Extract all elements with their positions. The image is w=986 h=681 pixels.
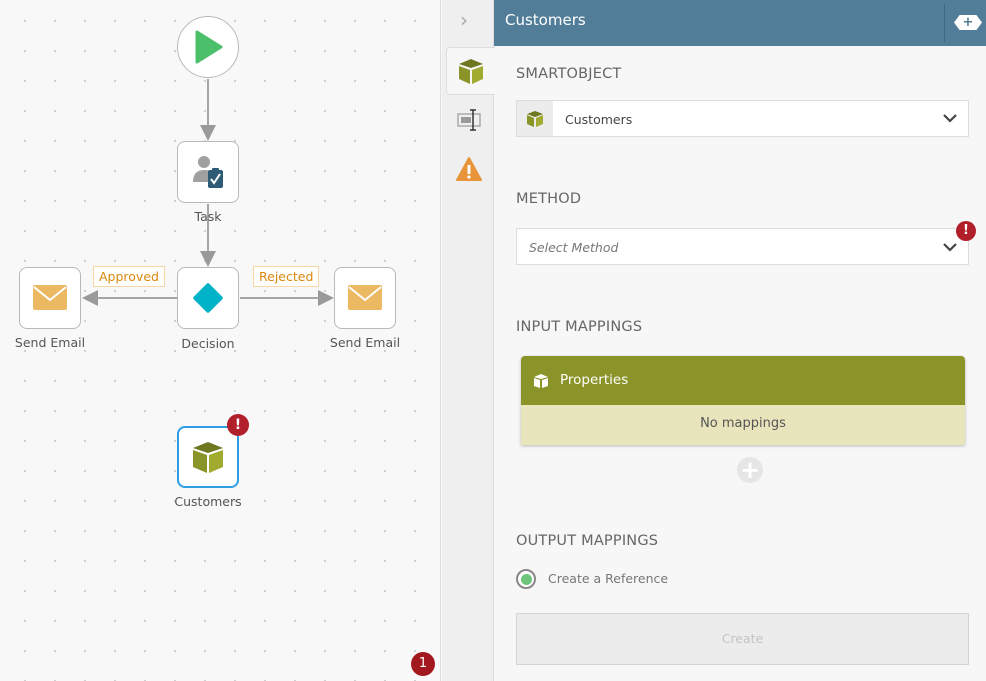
panel-tab-strip: › xyxy=(442,0,495,681)
notification-badge[interactable]: 1 xyxy=(411,652,435,676)
chevron-down-icon xyxy=(943,114,957,123)
send-email-node-left[interactable] xyxy=(19,267,81,329)
send-email-label-right: Send Email xyxy=(329,335,401,350)
properties-group-title: Properties xyxy=(560,372,629,388)
collapse-chevron-icon[interactable]: › xyxy=(460,8,468,32)
smartobject-heading: SMARTOBJECT xyxy=(516,66,622,82)
smartobject-cube-icon xyxy=(459,59,483,84)
panel-title: Customers xyxy=(505,11,586,29)
smartobject-value: Customers xyxy=(565,112,633,127)
start-node[interactable] xyxy=(177,16,239,78)
method-dropdown[interactable]: Select Method xyxy=(516,228,969,265)
smartobject-cube-icon xyxy=(193,442,223,473)
chevron-down-icon xyxy=(943,243,957,252)
task-label: Task xyxy=(194,209,222,224)
decision-label: Decision xyxy=(181,336,235,351)
smartobject-dropdown[interactable]: Customers xyxy=(516,100,969,137)
task-node[interactable] xyxy=(177,141,239,203)
text-field-icon xyxy=(457,109,481,131)
play-icon xyxy=(195,30,223,64)
properties-group-header[interactable]: Properties xyxy=(521,356,965,405)
method-heading: METHOD xyxy=(516,191,582,207)
tab-warnings[interactable] xyxy=(456,156,482,186)
smartobject-cube-icon xyxy=(534,374,548,388)
output-mappings-heading: OUTPUT MAPPINGS xyxy=(516,533,659,549)
rejected-label[interactable]: Rejected xyxy=(253,266,320,287)
smartobject-cube-icon xyxy=(517,101,553,136)
tab-properties[interactable] xyxy=(456,108,484,136)
error-badge-icon: ! xyxy=(956,221,976,241)
method-placeholder: Select Method xyxy=(529,240,619,255)
create-reference-label[interactable]: Create a Reference xyxy=(548,571,669,586)
properties-group: Properties No mappings xyxy=(521,356,965,445)
user-task-icon xyxy=(193,156,223,188)
send-email-node-right[interactable] xyxy=(334,267,396,329)
panel-header: Customers + xyxy=(494,0,986,46)
customers-node[interactable] xyxy=(177,426,239,488)
warning-icon xyxy=(456,157,482,181)
customers-label: Customers xyxy=(174,494,242,509)
create-reference-radio[interactable] xyxy=(516,569,536,589)
decision-node[interactable] xyxy=(177,267,239,329)
approved-label[interactable]: Approved xyxy=(93,266,165,287)
envelope-icon xyxy=(33,285,67,310)
diamond-icon xyxy=(193,283,223,313)
send-email-label-left: Send Email xyxy=(14,335,86,350)
envelope-icon xyxy=(348,285,382,310)
expand-icon[interactable]: + xyxy=(954,15,982,30)
add-mapping-button[interactable]: + xyxy=(737,457,763,483)
error-badge-icon: ! xyxy=(227,414,249,436)
connectors xyxy=(82,79,334,306)
create-button[interactable]: Create xyxy=(516,613,969,665)
no-mappings-text: No mappings xyxy=(521,405,965,445)
input-mappings-heading: INPUT MAPPINGS xyxy=(516,319,643,335)
workflow-canvas[interactable]: Task Decision Send Email Send Email Appr… xyxy=(0,0,441,681)
tab-smartobject[interactable] xyxy=(446,47,495,95)
